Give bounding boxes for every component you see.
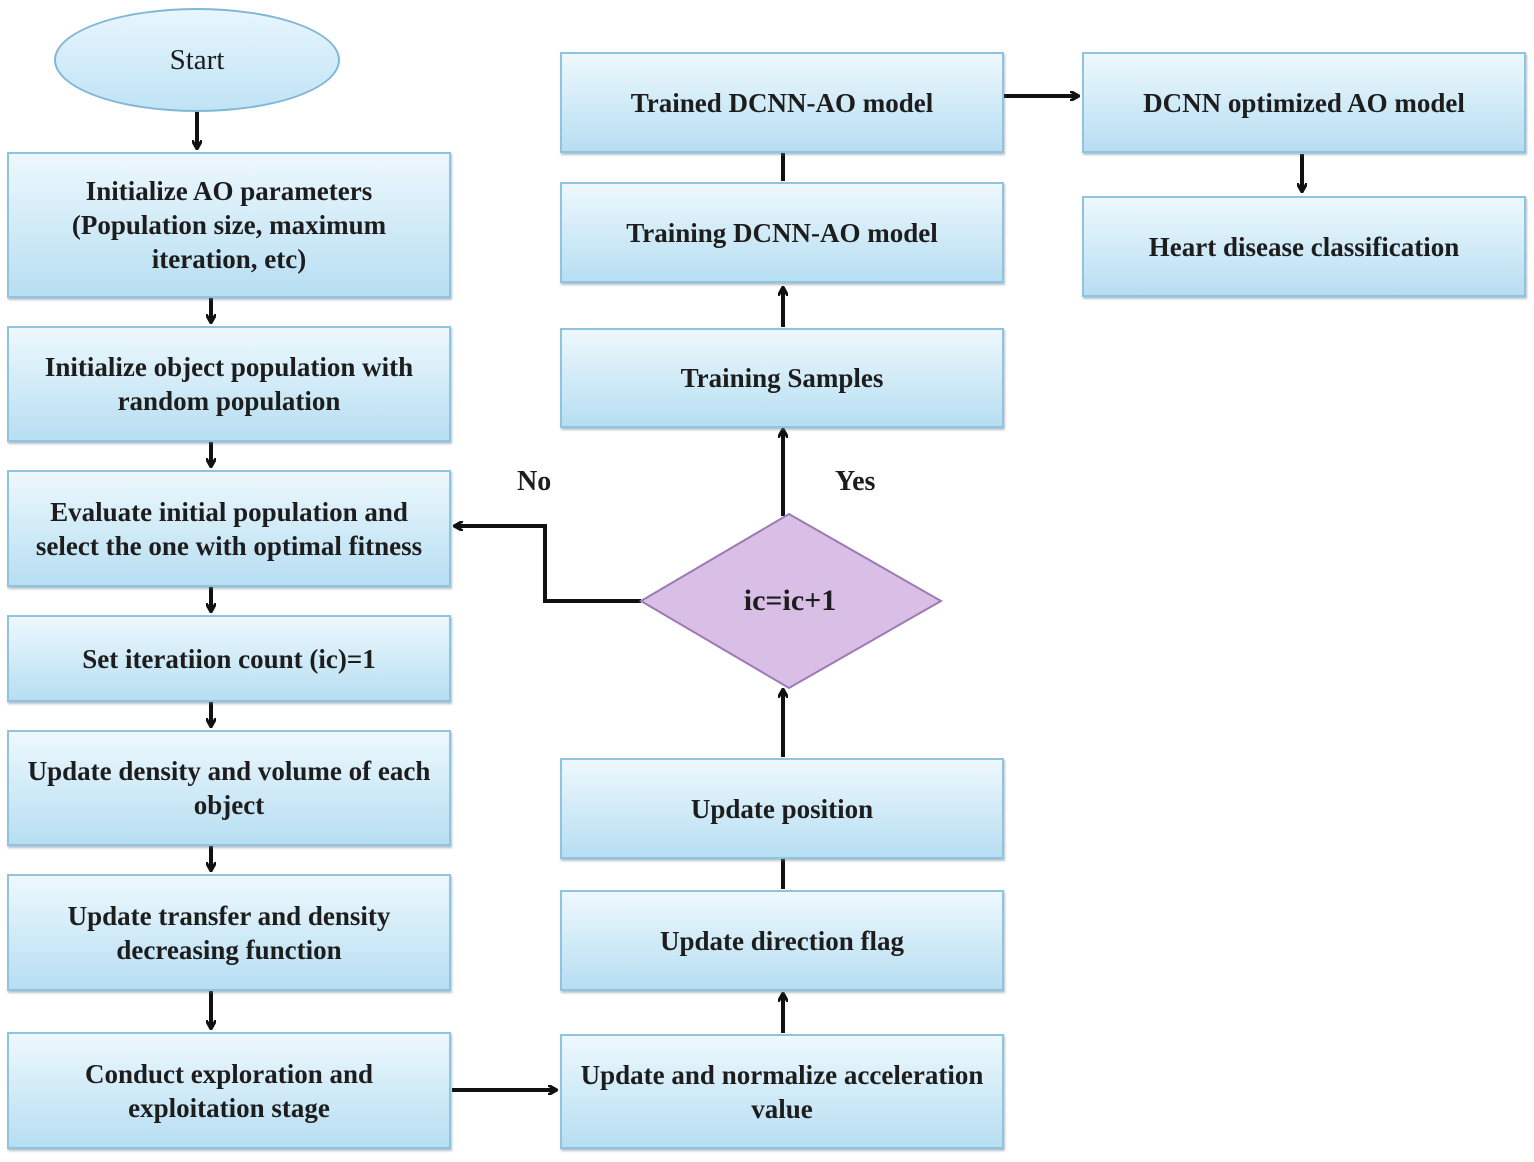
heart-disease-classification-box: Heart disease classification — [1082, 196, 1526, 297]
yes-branch-label: Yes — [835, 466, 876, 497]
start-terminal: Start — [54, 8, 340, 112]
evaluate-population-box: Evaluate initial population and select t… — [7, 470, 451, 587]
update-density-volume-box: Update density and volume of each object — [7, 730, 451, 846]
no-branch-label: No — [517, 466, 552, 497]
init-params-box: Initialize AO parameters (Population siz… — [7, 152, 451, 298]
update-transfer-box: Update transfer and density decreasing f… — [7, 874, 451, 991]
update-acceleration-box: Update and normalize acceleration value — [560, 1034, 1004, 1149]
update-direction-box: Update direction flag — [560, 890, 1004, 991]
optimized-model-box: DCNN optimized AO model — [1082, 52, 1526, 153]
decision-diamond — [639, 512, 944, 690]
arrow-decision-no-to-evaluate — [455, 526, 641, 603]
update-position-box: Update position — [560, 758, 1004, 859]
init-population-box: Initialize object population with random… — [7, 326, 451, 442]
training-model-box: Training DCNN-AO model — [560, 182, 1004, 283]
trained-model-box: Trained DCNN-AO model — [560, 52, 1004, 153]
set-iteration-box: Set iteratiion count (ic)=1 — [7, 615, 451, 702]
decision-label: ic=ic+1 — [743, 584, 837, 617]
training-samples-box: Training Samples — [560, 328, 1004, 428]
exploration-exploitation-box: Conduct exploration and exploitation sta… — [7, 1032, 451, 1149]
